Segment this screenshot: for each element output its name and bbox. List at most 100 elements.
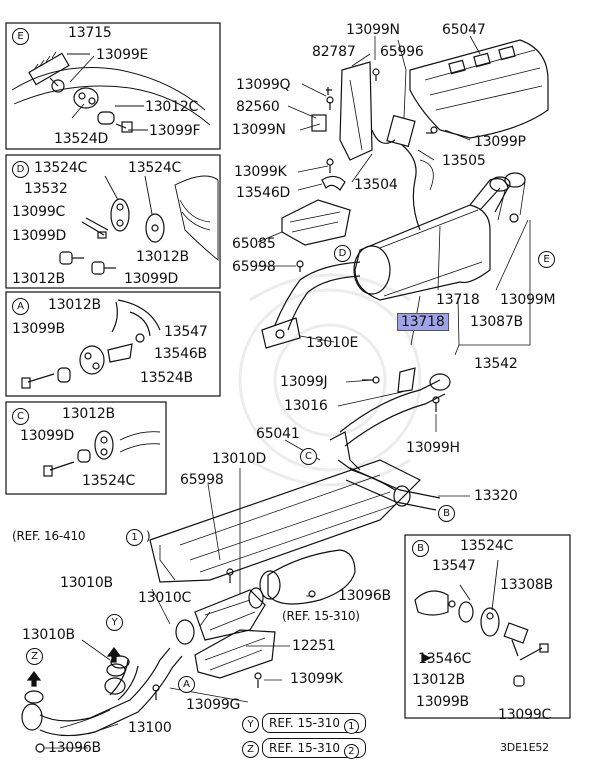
part-label: 13012B	[48, 297, 101, 313]
part-label: 13715	[68, 25, 112, 41]
inset-b-parts	[414, 559, 549, 687]
part-label: 13099N	[346, 22, 400, 38]
part-label: 13099C	[12, 204, 66, 220]
inset-d-parts	[59, 175, 219, 275]
part-label: 13099M	[500, 292, 556, 308]
callout-b: B	[438, 505, 455, 522]
ref-box-number: 1	[343, 719, 359, 734]
part-label: 13012B	[136, 249, 189, 265]
part-label: 13010B	[22, 627, 75, 643]
part-label: 13012C	[145, 99, 199, 115]
inset-e-callout: E	[12, 28, 29, 45]
part-label: 13099P	[474, 134, 526, 150]
leader-lines	[44, 35, 531, 749]
part-label: 13308B	[500, 577, 553, 593]
part-label: 13547	[164, 324, 208, 340]
inset-a-frame	[5, 291, 221, 397]
callout-y: Y	[106, 614, 123, 631]
part-label: 13099E	[96, 47, 149, 63]
part-label: 65998	[232, 259, 276, 275]
part-label: 13524B	[140, 370, 193, 386]
inset-c-frame	[5, 401, 167, 495]
part-label: 65085	[232, 236, 276, 252]
inset-c-callout: C	[12, 408, 29, 425]
part-label: 13096B	[338, 588, 391, 604]
callout-z: Z	[26, 648, 43, 665]
heat-shield-12251	[194, 629, 276, 679]
direction-arrows	[26, 647, 432, 687]
part-label: 13505	[442, 153, 486, 169]
ref-box-number: 2	[343, 744, 359, 759]
sensor-assembly	[371, 114, 434, 231]
ref-box-15-310-2: REF. 15-310 2	[262, 738, 366, 759]
part-label: 13099F	[149, 123, 201, 139]
ref-box-text: REF. 15-310	[269, 741, 341, 755]
part-label: 13546B	[154, 346, 207, 362]
ref-16-410-number: 1	[126, 529, 143, 546]
part-label: 65047	[442, 22, 486, 38]
part-label: 13524D	[54, 131, 109, 147]
part-label: 13546C	[418, 651, 472, 667]
part-label: 13010C	[138, 590, 192, 606]
watermark-graphic	[238, 273, 422, 487]
ref-box-text: REF. 15-310	[269, 716, 341, 730]
ref-box-15-310-1: REF. 15-310 1	[262, 713, 366, 734]
part-label: 13524C	[460, 538, 514, 554]
bracket-82787	[311, 61, 373, 161]
inset-c-parts	[43, 430, 161, 477]
part-label: 13099G	[186, 697, 241, 713]
heat-shield-65041	[149, 459, 422, 583]
part-label: 13099K	[290, 671, 343, 687]
part-label: 13016	[284, 398, 328, 414]
part-label: 13542	[474, 356, 518, 372]
part-label: 13099J	[280, 374, 328, 390]
part-label: 13087B	[470, 314, 523, 330]
part-label: 13010B	[60, 575, 113, 591]
inset-d-frame	[5, 154, 221, 289]
front-pipe-13100	[21, 647, 183, 737]
inset-a-callout: A	[12, 298, 29, 315]
inset-b-frame	[404, 534, 571, 719]
part-label: 65996	[380, 44, 424, 60]
part-label: 13099B	[12, 321, 65, 337]
part-label: 13099H	[406, 440, 460, 456]
inset-d-callout: D	[12, 161, 29, 178]
part-label: 13547	[432, 558, 476, 574]
ref-16-410-note: (REF. 16-410	[12, 529, 86, 543]
part-label: 13099D	[12, 228, 67, 244]
part-label: 13010D	[212, 451, 267, 467]
part-label: 65998	[180, 472, 224, 488]
heat-cover-65047	[409, 39, 549, 139]
inset-b-callout: B	[412, 540, 429, 557]
part-label: 13099B	[416, 694, 469, 710]
diagram-code: 3DE1E52	[500, 741, 549, 754]
highlighted-part-label[interactable]: 13718	[397, 313, 449, 331]
part-label: 13504	[354, 177, 398, 193]
part-label: 13320	[474, 488, 518, 504]
part-label: 13010E	[306, 335, 359, 351]
part-label: 13012B	[12, 271, 65, 287]
part-label: 13012B	[412, 672, 465, 688]
pipe-13320	[345, 467, 441, 511]
ref-callout-z: Z	[242, 741, 259, 758]
part-label: 82560	[236, 99, 280, 115]
part-label: 13718	[436, 292, 480, 308]
inset-e-frame	[5, 22, 221, 150]
part-label: 13099N	[232, 122, 286, 138]
inset-e-parts	[11, 51, 211, 133]
part-label: 13524C	[82, 473, 136, 489]
silencer-13010C	[175, 549, 356, 645]
part-label: 13524C	[34, 160, 88, 176]
ref-callout-y: Y	[242, 716, 259, 733]
ref-15-310-note: (REF. 15-310)	[282, 609, 360, 623]
part-label: 12251	[292, 638, 336, 654]
part-label: 82787	[312, 44, 356, 60]
callout-d: D	[334, 245, 351, 262]
ref-closing-paren: )	[146, 529, 151, 543]
part-label: 13099D	[20, 428, 75, 444]
part-label: 65041	[256, 426, 300, 442]
main-muffler	[353, 172, 526, 301]
part-label: 13099K	[234, 164, 287, 180]
